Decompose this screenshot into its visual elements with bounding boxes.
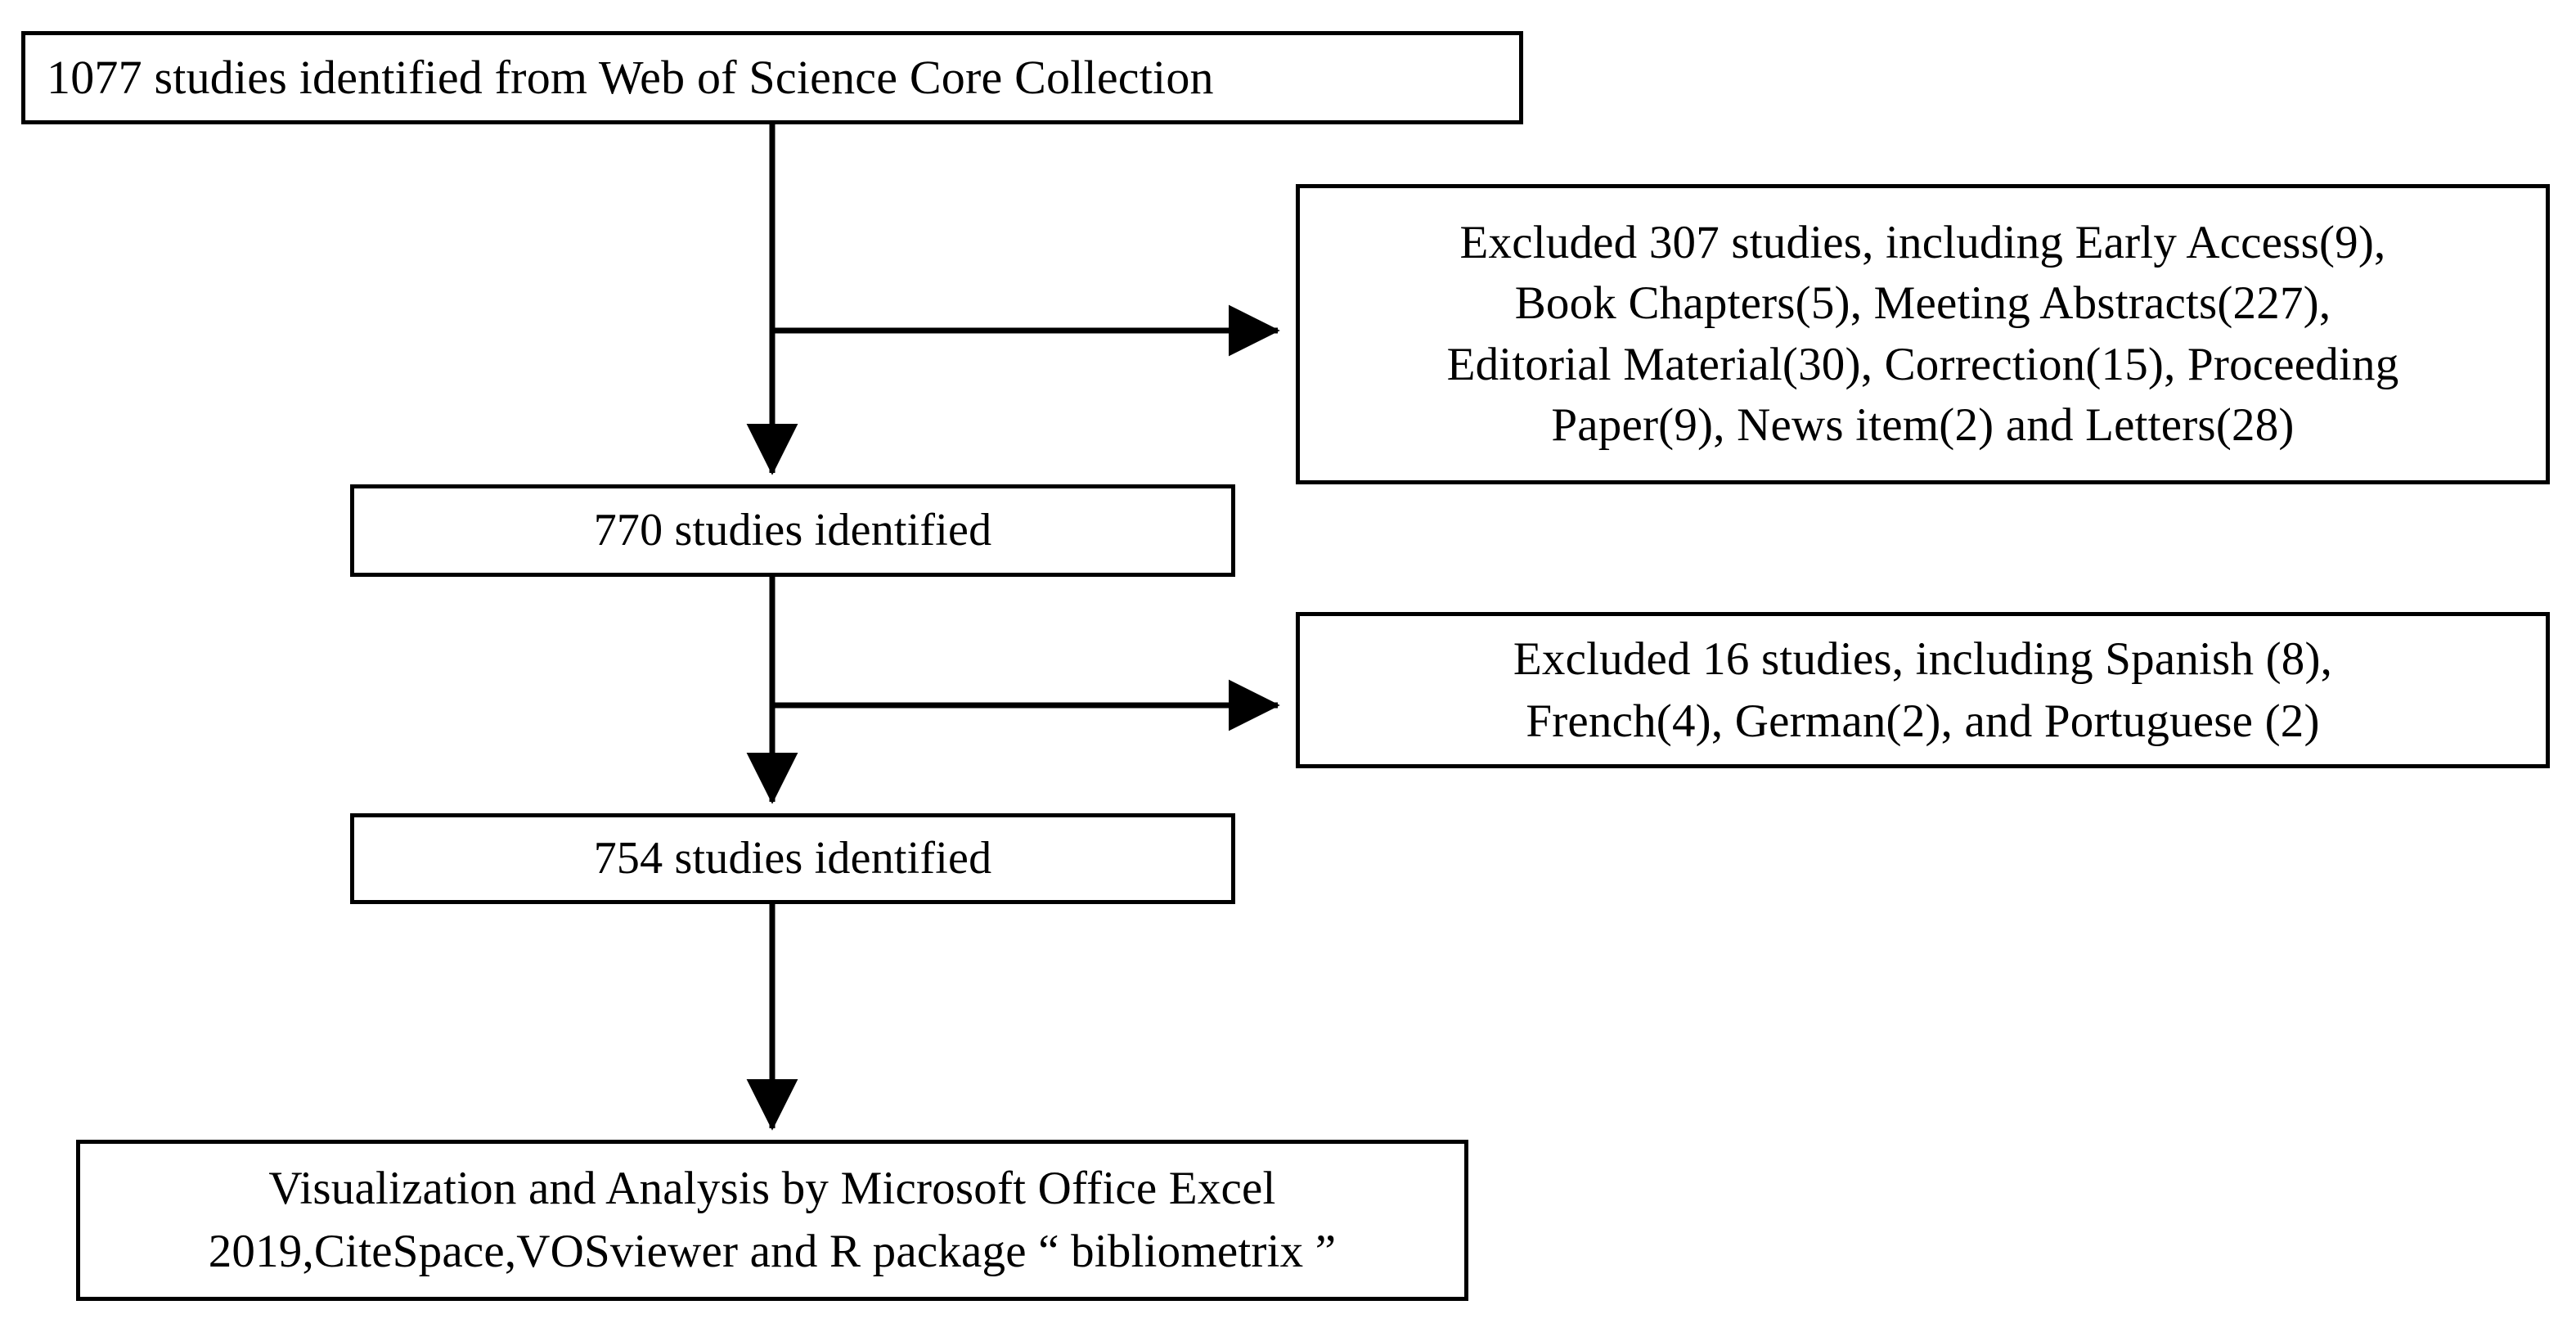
node-excluded-languages-label: Excluded 16 studies, including Spanish (…	[1513, 633, 2333, 747]
node-identified-770: 770 studies identified	[350, 484, 1235, 577]
node-analysis-tools: Visualization and Analysis by Microsoft …	[76, 1140, 1468, 1301]
node-identified-770-label: 770 studies identified	[593, 505, 992, 556]
node-identified-initial: 1077 studies identified from Web of Scie…	[21, 31, 1523, 124]
node-identified-initial-label: 1077 studies identified from Web of Scie…	[47, 51, 1214, 105]
node-excluded-publication-types-label: Excluded 307 studies, including Early Ac…	[1446, 217, 2399, 451]
node-identified-754-label: 754 studies identified	[593, 833, 992, 884]
node-identified-754: 754 studies identified	[350, 813, 1235, 904]
node-excluded-publication-types: Excluded 307 studies, including Early Ac…	[1296, 184, 2550, 484]
node-excluded-languages: Excluded 16 studies, including Spanish (…	[1296, 612, 2550, 768]
node-analysis-tools-label: Visualization and Analysis by Microsoft …	[208, 1163, 1337, 1277]
